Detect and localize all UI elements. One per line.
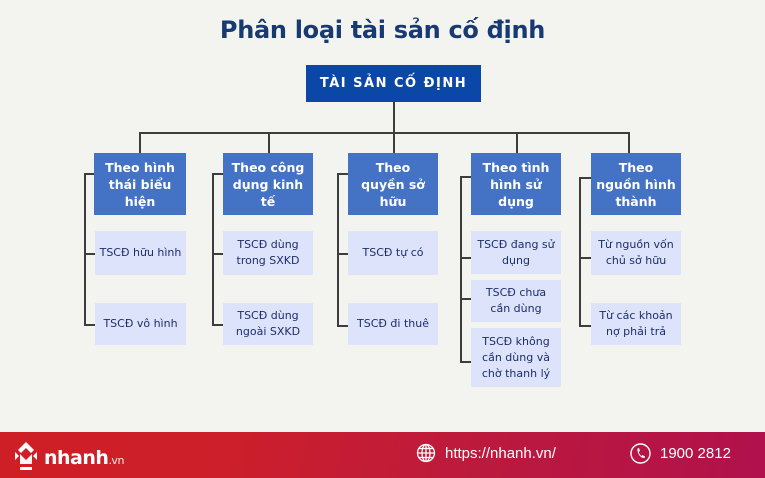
category-economic-use-spine — [212, 173, 214, 325]
leaf-leased: TSCĐ đi thuê — [348, 303, 438, 345]
branch — [337, 253, 348, 255]
connector-horizontal-bar — [139, 132, 629, 134]
phone-number: 1900 2812 — [660, 445, 731, 462]
category-ownership-spine — [337, 173, 339, 326]
brand-name: nhanh.vn — [44, 447, 124, 469]
leaf-owned: TSCĐ tự có — [348, 231, 438, 275]
branch — [212, 253, 223, 255]
category-funding-source-spine — [579, 177, 581, 326]
connector-drop-4 — [516, 132, 518, 154]
branch — [212, 324, 223, 326]
leaf-owner-equity: Từ nguồn vốn chủ sở hữu — [591, 231, 681, 275]
category-funding-source: Theo nguồn hình thành — [591, 153, 681, 215]
branch — [460, 176, 471, 178]
branch — [212, 173, 223, 175]
category-usage-status-spine — [460, 176, 462, 362]
category-form-spine — [84, 173, 86, 325]
category-ownership: Theo quyền sở hữu — [348, 153, 438, 215]
connector-drop-1 — [139, 132, 141, 154]
leaf-tangible: TSCĐ hữu hình — [95, 231, 186, 275]
leaf-awaiting-liquidation: TSCĐ không cần dùng và chờ thanh lý — [471, 328, 561, 387]
website-url: https://nhanh.vn/ — [445, 444, 556, 462]
globe-icon — [416, 443, 436, 463]
leaf-not-yet-needed: TSCĐ chưa cần dùng — [471, 280, 561, 322]
nhanh-logo-icon — [12, 440, 40, 476]
branch — [84, 173, 94, 175]
leaf-liabilities: Từ các khoản nợ phải trả — [591, 303, 681, 345]
branch — [579, 257, 591, 259]
connector-drop-5 — [628, 132, 630, 154]
diagram-title: Phân loại tài sản cố định — [219, 16, 546, 44]
footer-banner: nhanh.vn https://nhanh.vn/ 1900 2812 — [0, 432, 765, 478]
branch — [337, 173, 348, 175]
phone-icon — [630, 443, 651, 464]
website-link[interactable]: https://nhanh.vn/ — [416, 443, 556, 463]
branch — [460, 361, 471, 363]
leaf-in-use: TSCĐ đang sử dụng — [471, 231, 561, 274]
branch — [460, 257, 471, 259]
leaf-used-in-business: TSCĐ dùng trong SXKD — [223, 231, 313, 275]
brand-logo[interactable]: nhanh.vn — [12, 440, 124, 476]
branch — [579, 325, 591, 327]
category-economic-use: Theo công dụng kinh tế — [223, 153, 313, 215]
connector-drop-2 — [268, 132, 270, 154]
category-usage-status: Theo tình hình sử dụng — [471, 153, 561, 215]
branch — [460, 298, 471, 300]
leaf-intangible: TSCĐ vô hình — [95, 303, 186, 345]
category-form: Theo hình thái biểu hiện — [94, 153, 186, 215]
root-node-label: TÀI SẢN CỐ ĐỊNH — [319, 76, 468, 91]
branch — [337, 325, 348, 327]
phone-contact[interactable]: 1900 2812 — [630, 443, 731, 464]
branch — [84, 324, 95, 326]
connector-root-stem — [393, 102, 395, 133]
root-node: TÀI SẢN CỐ ĐỊNH — [306, 65, 481, 102]
branch — [84, 253, 95, 255]
connector-drop-3 — [393, 132, 395, 154]
branch — [579, 177, 591, 179]
leaf-used-outside-business: TSCĐ dùng ngoài SXKD — [223, 303, 313, 345]
